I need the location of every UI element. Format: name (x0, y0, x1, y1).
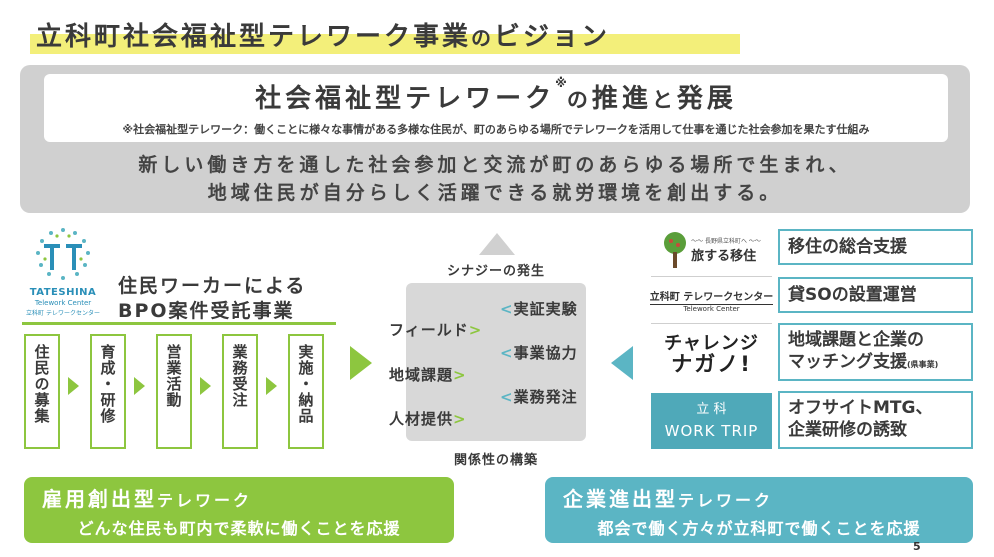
step-4: 業務受注 (222, 334, 258, 449)
step-arrow-icon (200, 377, 211, 395)
logo-name: TATESHINA (29, 287, 97, 298)
center-box (406, 283, 586, 441)
vision-heading-box (44, 74, 948, 142)
page-title: 立科町社会福祉型テレワーク事業のビジョン (36, 22, 611, 52)
teal-arrow-icon (611, 346, 633, 380)
step-arrow-icon (266, 377, 277, 395)
support-box-4: オフサイトMTG、 企業研修の誘致 (778, 391, 973, 449)
title-highlight (30, 34, 740, 54)
logo-sub-jp: 立科町 テレワークセンター (26, 310, 100, 317)
relation-label: 関係性の構築 (453, 453, 538, 468)
support-box-1: 移住の総合支援 (778, 229, 973, 265)
center-left-item-1: フィールド> (389, 321, 483, 339)
step-3: 営業活動 (156, 334, 192, 449)
vision-line-1: 新しい働き方を通した社会参加と交流が町のあらゆる場所で生まれ、 (138, 154, 852, 176)
right-divider (651, 323, 772, 324)
enterprise-telework-bar: 企業進出型テレワーク 都会で働く方々が立科町で働くことを応援 (545, 477, 973, 543)
tt-logo-icon (36, 228, 90, 280)
center-left-item-2: 地域課題> (389, 366, 467, 384)
center-left-item-3: 人材提供> (389, 410, 467, 428)
page-number: 5 (913, 540, 921, 553)
center-right-item-3: <業務発注 (500, 388, 578, 406)
green-arrow-icon (350, 346, 372, 380)
support-box-3: 地域課題と企業の マッチング支援(県事業) (778, 323, 973, 381)
bpo-title-line-1: 住民ワーカーによる (118, 275, 307, 297)
tateshina-logo (24, 226, 102, 322)
tabisuru-iju-logo: 〜〜 長野県立科町へ 〜〜 旅する移住 (651, 227, 772, 273)
step-arrow-icon (134, 377, 145, 395)
support-box-2: 貸SOの設置運営 (778, 277, 973, 313)
employment-telework-bar: 雇用創出型テレワーク どんな住民も町内で柔軟に働くことを応援 (24, 477, 454, 543)
challenge-nagano-logo: チャレンジ ナガノ! (664, 332, 759, 377)
logo-sub: Telework Center (34, 299, 92, 307)
center-right-item-1: <実証実験 (500, 300, 578, 318)
step-1: 住民の募集 (24, 334, 60, 449)
worktrip-logo: 立 科 WORK TRIP (651, 393, 772, 449)
vision-line-2: 地域住民が自分らしく活躍できる就労環境を創出する。 (207, 182, 783, 204)
right-divider (651, 276, 772, 277)
step-arrow-icon (68, 377, 79, 395)
bpo-title-line-2: BPO案件受託事業 (118, 300, 295, 322)
step-2: 育成・研修 (90, 334, 126, 449)
telework-center-logo: 立科町 テレワークセンター Telework Center (649, 277, 774, 323)
step-5: 実施・納品 (288, 334, 324, 449)
vision-note: ※社会福祉型テレワーク：働くことに様々な事情がある多様な住民が、町のあらゆる場所… (122, 123, 870, 136)
bpo-underline (22, 322, 336, 325)
vision-heading: 社会福祉型テレワーク※の推進と発展 (255, 76, 737, 114)
center-right-item-2: <事業協力 (500, 344, 578, 362)
synergy-label: シナジーの発生 (446, 264, 545, 279)
synergy-up-arrow-icon (479, 233, 515, 255)
tree-icon (664, 232, 687, 268)
